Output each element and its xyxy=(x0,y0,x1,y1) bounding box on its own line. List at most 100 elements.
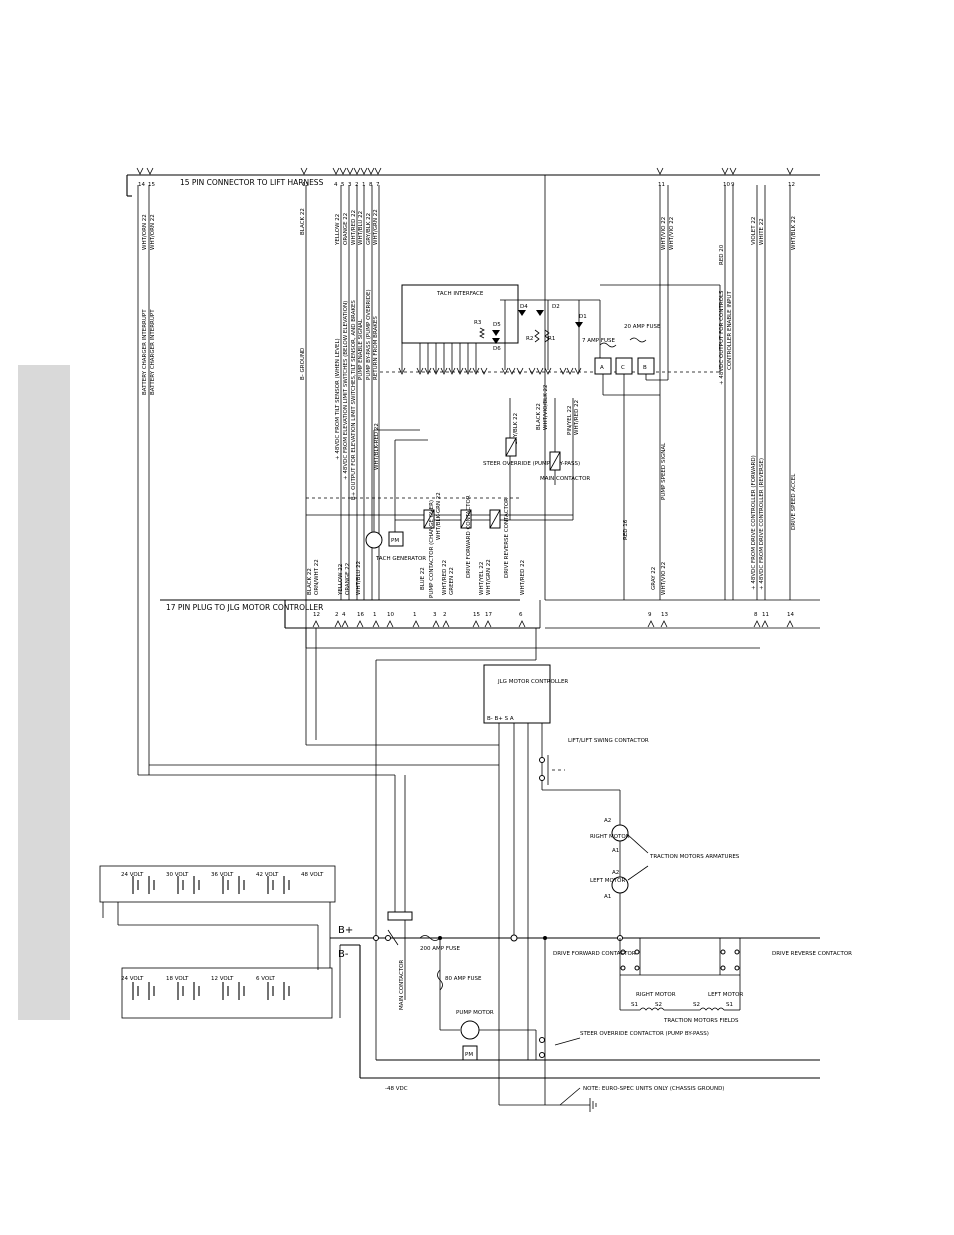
bottom-pin-number: 15 xyxy=(473,612,480,618)
s2-label: S2 xyxy=(693,1002,700,1008)
pin-chevron xyxy=(146,167,154,175)
battery-upper-outline xyxy=(99,865,336,903)
main-contactor: MAIN CONTACTOR xyxy=(387,920,406,1010)
pin-chevron xyxy=(332,167,340,175)
left-motor-field-label: LEFT MOTOR xyxy=(708,992,743,998)
bottom-pin-number: 6 xyxy=(519,612,523,618)
tach-generator: PM TACH GENERATOR xyxy=(365,429,428,562)
bottom-pin-number: 17 xyxy=(485,612,492,618)
battery-voltage-label: 24 VOLT xyxy=(121,976,144,982)
top-pin-number: 12 xyxy=(788,182,795,188)
r3-label: R3 xyxy=(474,320,482,326)
pin-chevron xyxy=(761,620,769,628)
battery-leads xyxy=(102,902,341,1018)
lift-swing-contactor: LIFT/LIFT SWING CONTACTOR xyxy=(539,738,649,825)
fuse20-symbol xyxy=(629,337,647,343)
pin-chevron xyxy=(484,620,492,628)
wire-label: PIN/YEL 22 xyxy=(567,405,573,435)
pin-chevron xyxy=(386,620,394,628)
pin-chevron xyxy=(656,167,664,175)
wire-label: WHT/ORN 22 xyxy=(150,214,156,250)
steer-override-label: STEER OVERRIDE (PUMP) (BY-PASS) xyxy=(483,461,580,467)
pin-chevron xyxy=(339,167,347,175)
wire-label: WHT/VIO 22 xyxy=(661,217,667,250)
bottom-pin-number: 13 xyxy=(661,612,668,618)
wire-label: ORANGE 22 xyxy=(345,563,351,595)
drive-forward-label: DRIVE FORWARD CONTACTOR xyxy=(553,951,636,957)
wire-label: WHT/YEL 22 xyxy=(479,562,485,595)
right-motor-label: RIGHT MOTOR xyxy=(590,834,630,840)
pin-chevron xyxy=(721,167,729,175)
wire-label: WHT/VIO 22 xyxy=(661,562,667,595)
wire-label: WHT/GRN 22 xyxy=(373,209,379,245)
signal-label: + 48VDC FROM DRIVE CONTROLLER (FORWARD) xyxy=(751,455,757,590)
battery-voltage-label: 36 VOLT xyxy=(211,872,234,878)
steer-override-contactor: STEER OVERRIDE CONTACTOR (PUMP BY-PASS) xyxy=(535,938,709,1105)
pump-pm-box xyxy=(462,1045,478,1061)
wire-label: WHT/BLU 22 xyxy=(358,211,364,245)
d5-label: D5 xyxy=(493,322,501,328)
wire-label: YELLOW 22 xyxy=(335,214,341,246)
fuse7-label: 7 AMP FUSE xyxy=(582,338,616,344)
wire-label: WHT/ORN 22 xyxy=(142,214,148,250)
wire-label: WHT/BLK 22 xyxy=(791,216,797,250)
top-pin-number: 8 xyxy=(369,182,373,188)
jlg-motor-controller: JLG MOTOR CONTROLLER B- B+ S A xyxy=(483,664,568,1105)
tach-generator-label: TACH GENERATOR xyxy=(375,556,426,562)
terminal-a-label: A xyxy=(600,365,604,371)
top-pin-number: 4 xyxy=(334,182,338,188)
wire-label: WHT/GRN 22 xyxy=(486,559,492,595)
resistor-r2 xyxy=(534,329,540,343)
plug17-label: 17 PIN PLUG TO JLG MOTOR CONTROLLER xyxy=(166,603,323,612)
signal-label: DRIVE SPEED ACCEL xyxy=(791,473,797,530)
wire-label: GRY/BLK 22 xyxy=(513,413,519,445)
signal-label: B+ OUTPUT FOR ELEVATION LIMIT SWITCHES,T… xyxy=(351,300,357,500)
pin-chevron xyxy=(518,620,526,628)
connector-chevron xyxy=(464,367,472,375)
wire-label: BLACK 22 xyxy=(536,403,542,430)
power-bus: B+ B- -48 VDC xyxy=(330,925,820,1092)
pin-chevron xyxy=(432,620,440,628)
bottom-pin-number: 12 xyxy=(313,612,320,618)
terminal-b-label: B xyxy=(643,365,647,371)
diode-resistor-network: D4 D2 D5 D6 R3 R2 R1 D1 xyxy=(474,299,601,372)
wire-label: WHT/RED 22 xyxy=(442,560,448,595)
signal-label: PUMP ENABLE SIGNAL xyxy=(358,318,364,380)
wire-label: BLUE 22 xyxy=(420,567,426,590)
pump-motor: PUMP MOTOR PM xyxy=(456,1010,536,1061)
wire-label: WHT/BLK-GRN 22 xyxy=(436,492,442,540)
wire-label: WHT/RED 22 xyxy=(351,210,357,245)
drive-forward-label: DRIVE FORWARD CONTACTOR xyxy=(466,495,472,578)
d2-label: D2 xyxy=(552,304,560,310)
diode-d5 xyxy=(492,330,500,336)
bottom-pin-number: 2 xyxy=(443,612,447,618)
terminal-c-label: C xyxy=(621,365,625,371)
signal-label: BATTERY CHARGER INTERRUPT xyxy=(142,309,148,395)
bottom-pin-number: 10 xyxy=(387,612,394,618)
connector-chevron xyxy=(566,367,574,375)
plug-to-power-wiring xyxy=(138,628,760,1060)
fuse80-label: 80 AMP FUSE xyxy=(445,976,482,982)
drive-reverse-label: DRIVE REVERSE CONTACTOR xyxy=(772,951,852,957)
pin-chevron xyxy=(356,620,364,628)
tach-generator-symbol xyxy=(365,531,383,549)
connector-chevron xyxy=(424,367,432,375)
wire-label: ORANGE 22 xyxy=(343,213,349,245)
d6-label: D6 xyxy=(493,346,501,352)
signal-label: + 48VDC FROM DRIVE CONTROLLER (REVERSE) xyxy=(759,458,765,590)
diode-d4 xyxy=(518,310,526,316)
connector-chevron xyxy=(574,367,582,375)
signal-label: B- GROUND xyxy=(300,348,306,380)
wire-label: BLACK 22 xyxy=(300,208,306,235)
a2-label: A2 xyxy=(604,818,611,824)
signal-label: + 48VDC FROM ELEVATION LIMIT SWITCHES (B… xyxy=(343,301,349,480)
top-pin-number: 14 xyxy=(138,182,145,188)
b-minus-label: B- xyxy=(338,949,349,960)
battery-voltage-label: 30 VOLT xyxy=(166,872,189,878)
pump-pm-label: PM xyxy=(465,1052,473,1058)
pin-chevron xyxy=(334,620,342,628)
pin-chevron xyxy=(300,167,308,175)
main-coil-label: MAIN CONTACTOR xyxy=(540,476,590,482)
